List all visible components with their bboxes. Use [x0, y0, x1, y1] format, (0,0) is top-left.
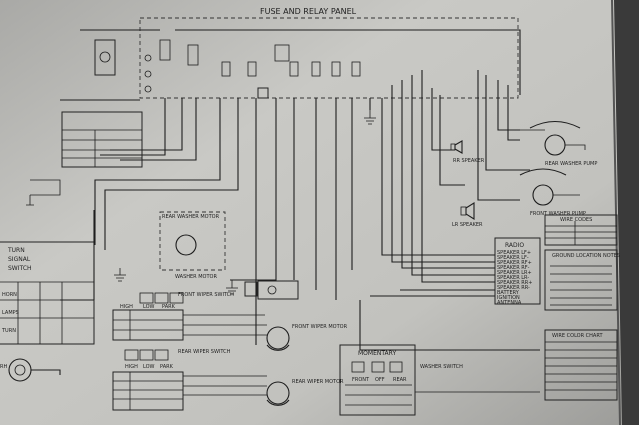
front-wiper-motor-label: FRONT WIPER MOTOR — [292, 324, 348, 330]
turn-row-turn: TURN — [1, 328, 16, 334]
wire-code-title: WIRE CODES — [560, 217, 592, 223]
panel-feed-wires — [94, 70, 540, 351]
turn-row-lamps: LAMPS — [2, 310, 19, 316]
lr-speaker-label: LR SPEAKER — [452, 222, 483, 228]
radio-pin-11: ANTENNA — [497, 300, 522, 306]
ground-location-title: GROUND LOCATION NOTES — [552, 253, 620, 259]
radio-pin-10: IGNITION — [497, 295, 520, 301]
turn-switch-title-2: SIGNAL — [8, 256, 31, 263]
rr-speaker: RR SPEAKER — [450, 140, 485, 164]
front-wiper-motor: FRONT WIPER MOTOR — [183, 314, 348, 351]
radio-pin-8: SPEAKER RR- — [497, 285, 530, 291]
rear-washer-pump-label: REAR WASHER PUMP — [545, 161, 597, 167]
rear-wiper-switch-label: REAR WIPER SWITCH — [178, 349, 231, 355]
washer-header-off: OFF — [375, 377, 385, 383]
front-header-low: LOW — [143, 304, 155, 310]
rear-wiper-motor: REAR WIPER MOTOR — [183, 375, 344, 406]
washer-momentary-label: MOMENTARY — [358, 350, 396, 357]
paper-sheet — [0, 0, 622, 425]
front-wiper-switch-label: FRONT WIPER SWITCH — [178, 292, 234, 298]
radio-pin-9: BATTERY — [497, 290, 520, 296]
radio-pin-7: SPEAKER RR+ — [497, 280, 532, 286]
washer-header-rear: REAR — [393, 377, 407, 383]
horn-side-text: RH — [0, 364, 7, 370]
horn-symbol: RH — [0, 358, 61, 382]
ground-symbols — [26, 110, 376, 295]
auxiliary-connector — [94, 39, 116, 76]
front-header-park: PARK — [162, 304, 176, 310]
rear-header-park: PARK — [160, 364, 174, 370]
panel-title: FUSE AND RELAY PANEL — [260, 7, 357, 16]
radio-pin-5: SPEAKER LR+ — [497, 270, 532, 276]
wire-color-title: WIRE COLOR CHART — [552, 333, 603, 339]
front-washer-pump: FRONT WASHER PUMP — [519, 168, 586, 217]
washer-switch-label: WASHER SWITCH — [420, 364, 463, 370]
rear-wiper-motor-label: REAR WIPER MOTOR — [292, 379, 344, 385]
front-washer-pump-label: FRONT WASHER PUMP — [530, 211, 586, 217]
washer-motor-subtitle: WASHER MOTOR — [175, 274, 217, 280]
rr-speaker-label: RR SPEAKER — [453, 158, 485, 164]
front-header-high: HIGH — [120, 304, 133, 310]
ignition-switch — [61, 111, 143, 168]
turn-switch-title-3: SWITCH — [8, 265, 32, 272]
wire-code-table: WIRE CODES — [544, 214, 618, 246]
radio-title: RADIO — [505, 242, 524, 249]
radio-pin-4: SPEAKER RF- — [497, 265, 530, 271]
washer-switch: MOMENTARY WASHER SWITCH FRONT OFF REAR — [339, 344, 540, 416]
rear-header-low: LOW — [143, 364, 155, 370]
rear-wiper-switch: REAR WIPER SWITCH HIGH LOW PARK — [112, 349, 231, 411]
radio-module: RADIO SPEAKER LF+ SPEAKER LF- SPEAKER RF… — [494, 237, 541, 306]
fuse-relay-panel: FUSE AND RELAY PANEL — [139, 7, 519, 99]
ground-location-table: GROUND LOCATION NOTES — [544, 249, 620, 311]
turn-switch-title-1: TURN — [7, 247, 25, 254]
rear-washer-pump: REAR WASHER PUMP — [520, 120, 597, 167]
wire-color-chart: WIRE COLOR CHART — [544, 329, 618, 401]
lr-speaker: LR SPEAKER — [452, 202, 483, 228]
washer-motor-module: REAR WASHER MOTOR WASHER MOTOR — [159, 211, 226, 280]
radio-pin-2: SPEAKER LF- — [497, 255, 529, 261]
washer-motor-title: REAR WASHER MOTOR — [162, 214, 220, 220]
wiper-relay — [257, 280, 299, 300]
radio-pin-6: SPEAKER LR- — [497, 275, 529, 281]
radio-pin-1: SPEAKER LF+ — [497, 250, 531, 256]
turn-row-horn: HORN — [2, 292, 17, 298]
washer-header-front: FRONT — [352, 377, 370, 383]
radio-pin-3: SPEAKER RF+ — [497, 260, 532, 266]
rear-header-high: HIGH — [125, 364, 138, 370]
